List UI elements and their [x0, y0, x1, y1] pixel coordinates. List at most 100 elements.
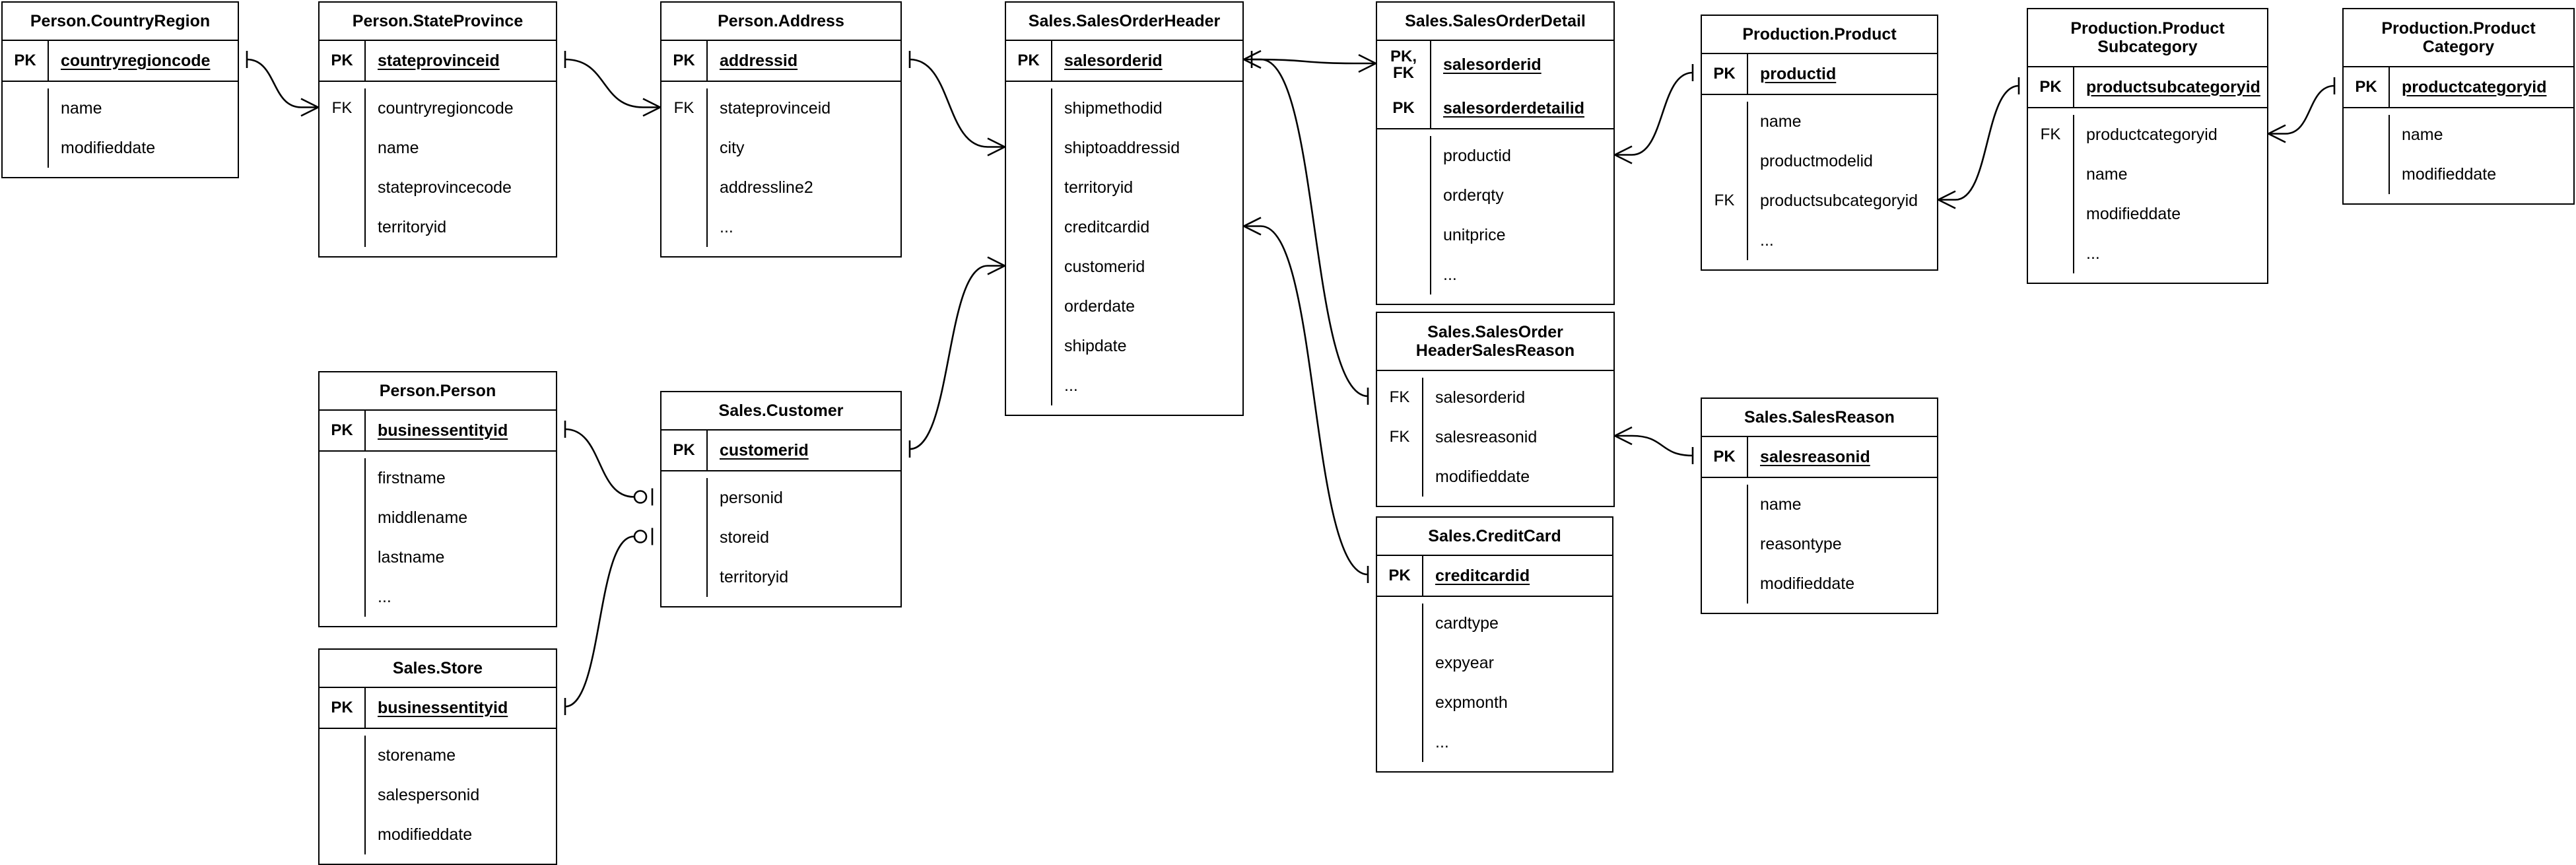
attribute-row: addressline2: [661, 168, 900, 207]
attribute-row: creditcardid: [1006, 207, 1242, 247]
key-indicator: [320, 128, 366, 168]
attribute-name: name: [2402, 125, 2443, 144]
section-padding: [661, 597, 900, 606]
key-indicator: PK: [320, 411, 366, 450]
attribute-row: cardtype: [1377, 604, 1612, 643]
attribute-name: shiptoaddressid: [1064, 138, 1180, 157]
attribute-name: name: [2086, 164, 2128, 184]
attribute-name: salesorderid: [1064, 51, 1163, 70]
attribute-name: lastname: [378, 547, 445, 567]
attribute-name: addressline2: [720, 178, 813, 197]
entity-title: Person.StateProvince: [320, 3, 556, 41]
key-indicator: [1702, 102, 1748, 141]
key-indicator: [320, 736, 366, 775]
relationship-line: [2285, 85, 2335, 135]
attribute-row: ...: [1377, 255, 1613, 294]
attribute-name: name: [1760, 112, 1802, 131]
attribute-name: storeid: [720, 528, 770, 547]
attribute-name: salesreasonid: [1760, 447, 1870, 466]
section-padding: [320, 854, 556, 864]
entity-title: Sales.CreditCard: [1377, 518, 1612, 556]
key-indicator: [320, 168, 366, 207]
attribute-row: ...: [320, 577, 556, 617]
attribute-name: territoryid: [720, 567, 789, 586]
key-indicator: [1006, 88, 1052, 128]
attribute-row: storeid: [661, 518, 900, 557]
key-indicator: FK: [1377, 378, 1423, 417]
section-padding: [1006, 82, 1242, 88]
attribute-row: salespersonid: [320, 775, 556, 815]
attribute-name: countryregioncode: [378, 98, 514, 118]
key-indicator: PK: [2344, 67, 2390, 107]
attribute-name: name: [61, 98, 102, 118]
attribute-row: name: [2028, 155, 2267, 194]
attribute-row: modifieddate: [1377, 457, 1613, 497]
attribute-name: stateprovinceid: [720, 98, 831, 118]
attribute-name: customerid: [1064, 257, 1145, 276]
key-indicator: [661, 128, 708, 168]
key-indicator: [1702, 221, 1748, 260]
section-padding: [661, 82, 900, 88]
key-indicator: [1006, 168, 1052, 207]
attribute-row: shiptoaddressid: [1006, 128, 1242, 168]
attribute-name: reasontype: [1760, 534, 1842, 553]
attribute-name: productid: [1443, 146, 1511, 165]
attribute-row: modifieddate: [1702, 564, 1937, 604]
entity-title: Sales.Customer: [661, 392, 900, 431]
key-indicator: PK: [661, 41, 708, 81]
attribute-name: cardtype: [1435, 613, 1499, 633]
attribute-row: modifieddate: [320, 815, 556, 854]
relationship-line: [909, 265, 988, 450]
attribute-name: countryregioncode: [61, 51, 211, 70]
attribute-row: shipdate: [1006, 326, 1242, 366]
attribute-row: ...: [1377, 722, 1612, 762]
key-indicator: PK: [320, 688, 366, 728]
key-indicator: [2344, 115, 2390, 155]
key-indicator: [1377, 136, 1431, 176]
entity-title: Person.Person: [320, 372, 556, 411]
section-padding: [661, 471, 900, 478]
attribute-row: ...: [1006, 366, 1242, 405]
attribute-name: shipmethodid: [1064, 98, 1163, 118]
key-indicator: [320, 815, 366, 854]
section-padding: [320, 247, 556, 256]
relationship-line: [1260, 58, 1369, 398]
entity-title: Person.CountryRegion: [3, 3, 238, 41]
cardinality-many: [987, 256, 1005, 275]
attribute-name: firstname: [378, 468, 446, 487]
attribute-row: modifieddate: [2028, 194, 2267, 234]
